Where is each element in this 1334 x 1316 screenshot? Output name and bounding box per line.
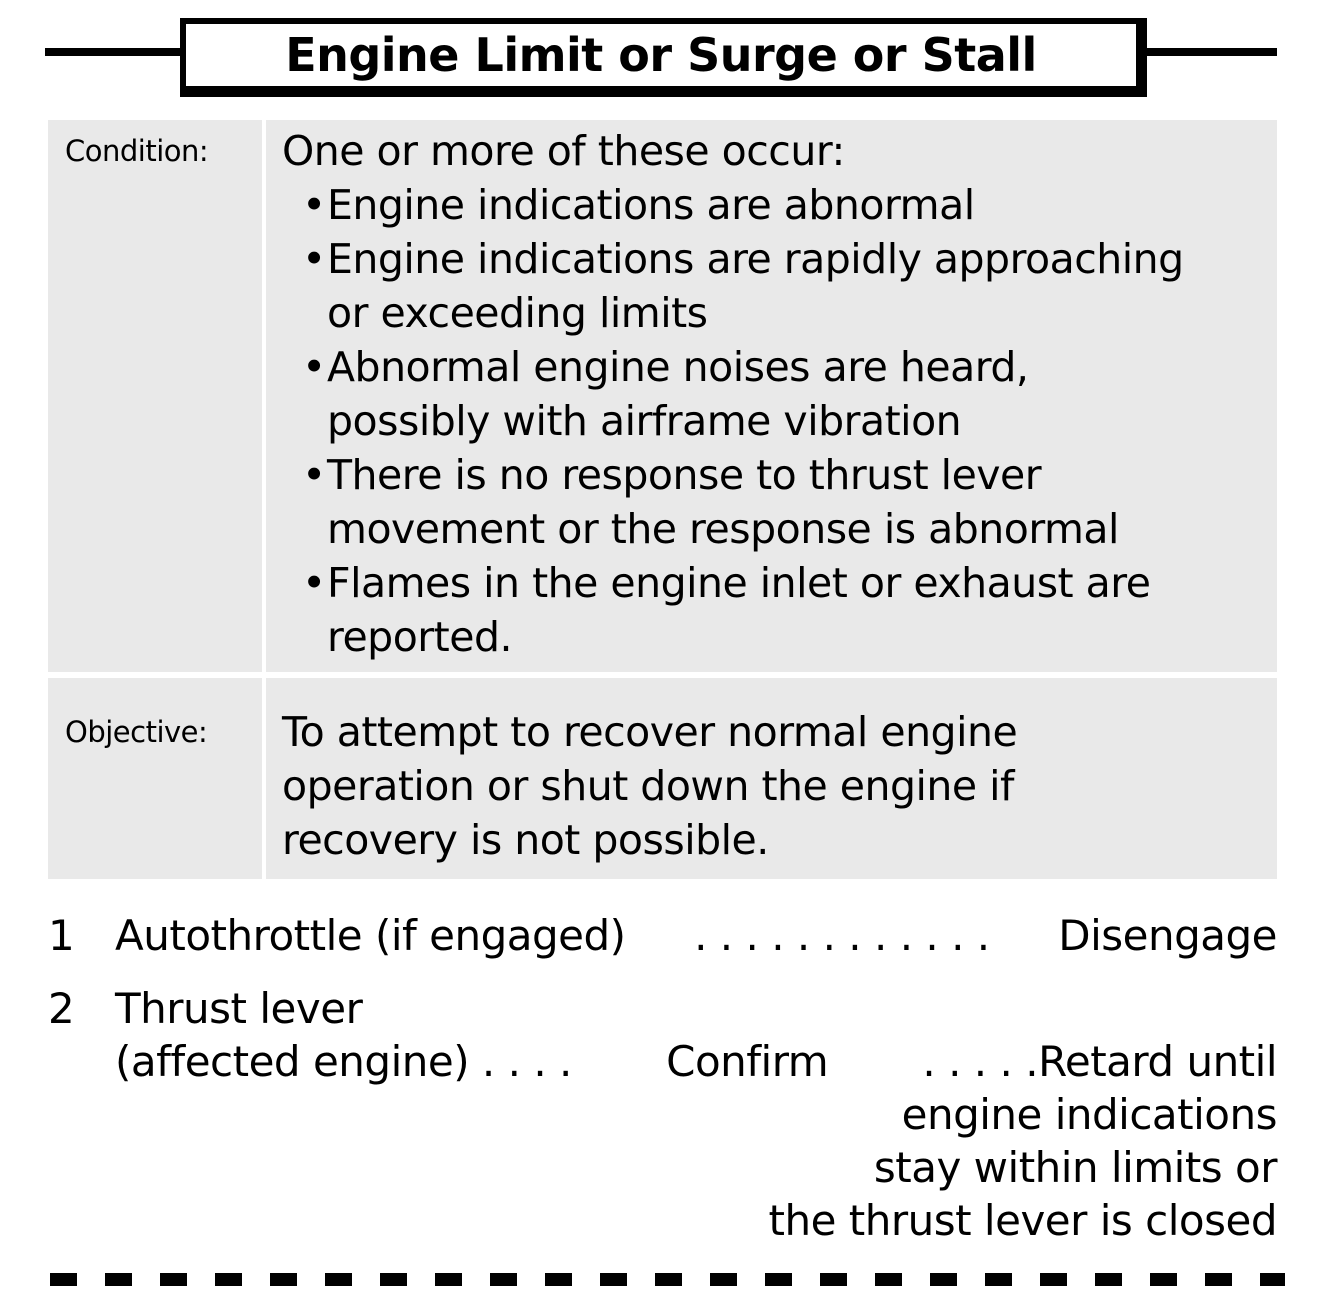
step-1-number: 1 [48,911,75,960]
step-2-response-line-1: Retard until [1038,1037,1277,1086]
condition-bullet-1: Engine indications are abnormal [302,178,1271,232]
step-2-response-continuation: engine indications stay within limits or… [768,1090,1277,1245]
step-2-challenge-text: (affected engine) . . . . [115,1037,572,1086]
objective-label: Objective: [48,678,262,879]
checklist-title: Engine Limit or Surge or Stall [285,28,1037,82]
step-1-challenge: Autothrottle (if engaged) [115,911,626,960]
step-2-number: 2 [48,984,75,1033]
condition-bullet-list: Engine indications are abnormal Engine i… [302,178,1271,664]
objective-content: To attempt to recover normal engine oper… [266,678,1277,879]
step-1-body: Autothrottle (if engaged) . . . . . . . … [115,909,1277,962]
step-1-line: Autothrottle (if engaged) . . . . . . . … [115,909,1277,962]
condition-bullet-2: Engine indications are rapidly approachi… [302,232,1271,340]
condition-bullet-3: Abnormal engine noises are heard, possib… [302,340,1271,448]
condition-label: Condition: [48,120,262,672]
checklist-step-1: 1 Autothrottle (if engaged) . . . . . . … [48,909,1277,962]
condition-content: One or more of these occur: Engine indic… [266,120,1277,672]
step-2-challenge-line-1: Thrust lever [115,984,363,1033]
condition-bullet-5: Flames in the engine inlet or exhaust ar… [302,556,1271,664]
step-2-response-start: . . . . .Retard until [922,1035,1277,1088]
checklist-header: Engine Limit or Surge or Stall [0,0,1334,114]
condition-objective-table: Condition: One or more of these occur: E… [48,120,1277,879]
checklist-title-box: Engine Limit or Surge or Stall [180,18,1147,97]
objective-text: To attempt to recover normal engine oper… [282,708,1018,864]
step-2-challenge-line-2: (affected engine) . . . . Confirm . . . … [115,1035,1277,1088]
checklist-steps: 1 Autothrottle (if engaged) . . . . . . … [48,909,1278,1247]
condition-bullet-4: There is no response to thrust lever mov… [302,448,1271,556]
step-2-leader-dots: . . . . . [922,1037,1039,1086]
page-break-dashed-line [50,1273,1285,1286]
step-1-response: Disengage [1058,911,1277,960]
step-2-body: Thrust lever (affected engine) . . . . C… [115,982,1278,1247]
step-2-confirm-label: Confirm [666,1037,829,1086]
objective-row: Objective: To attempt to recover normal … [48,678,1277,879]
condition-row: Condition: One or more of these occur: E… [48,120,1277,672]
checklist-step-2: 2 Thrust lever (affected engine) . . . .… [48,982,1278,1247]
step-1-leader-dots: . . . . . . . . . . . . [694,911,990,960]
condition-intro: One or more of these occur: [282,127,845,175]
